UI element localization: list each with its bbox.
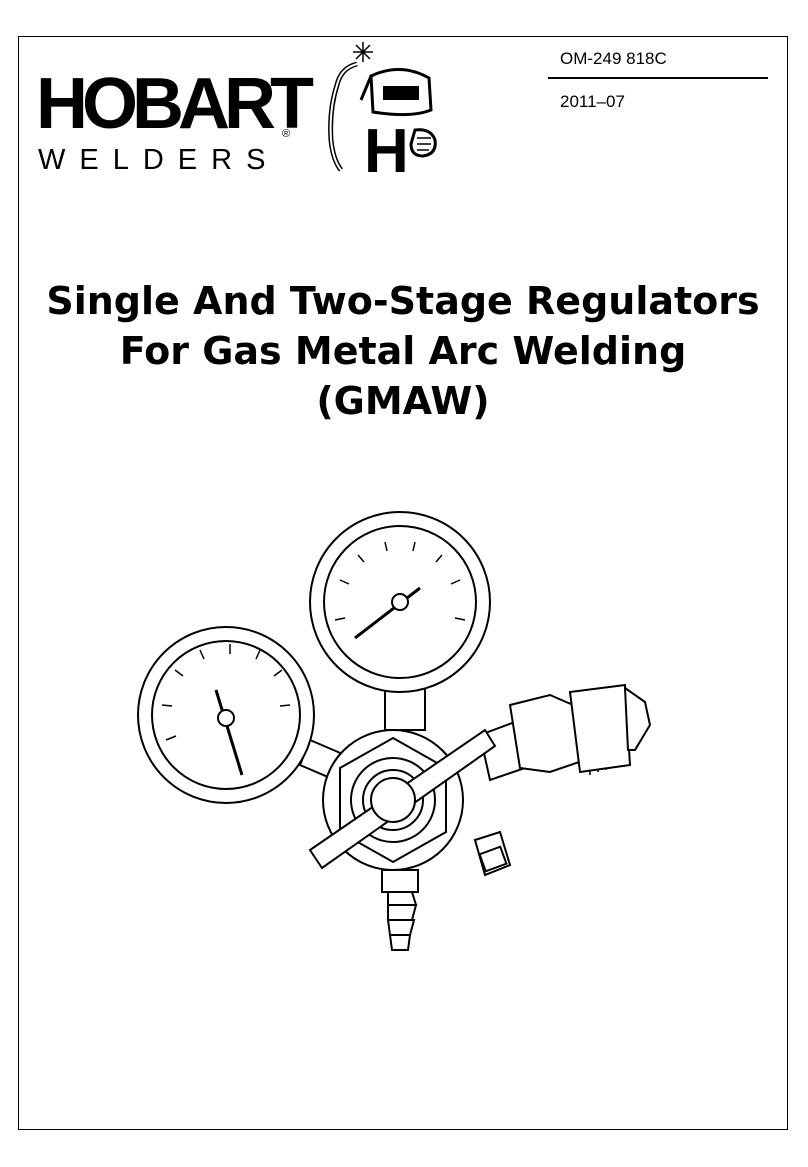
document-number: OM-249 818C	[560, 49, 667, 68]
title-line-1: Single And Two-Stage Regulators	[46, 279, 760, 323]
document-title: Single And Two-Stage Regulators For Gas …	[18, 276, 788, 426]
logo-registered-mark: ®	[282, 128, 291, 140]
page-frame	[18, 36, 788, 1130]
header-divider	[548, 77, 768, 79]
gas-regulator-illustration	[137, 511, 652, 951]
document-date: 2011–07	[560, 92, 625, 111]
logo-tagline: WELDERS	[38, 144, 280, 176]
title-line-3: (GMAW)	[316, 379, 490, 423]
mascot-letter: H	[364, 117, 409, 175]
title-line-2: For Gas Metal Arc Welding	[119, 329, 687, 373]
logo-wordmark: HOBART	[36, 64, 314, 144]
hobart-welders-logo: HOBART ® WELDERS H	[36, 40, 437, 176]
welder-mascot-icon: H	[328, 42, 437, 175]
